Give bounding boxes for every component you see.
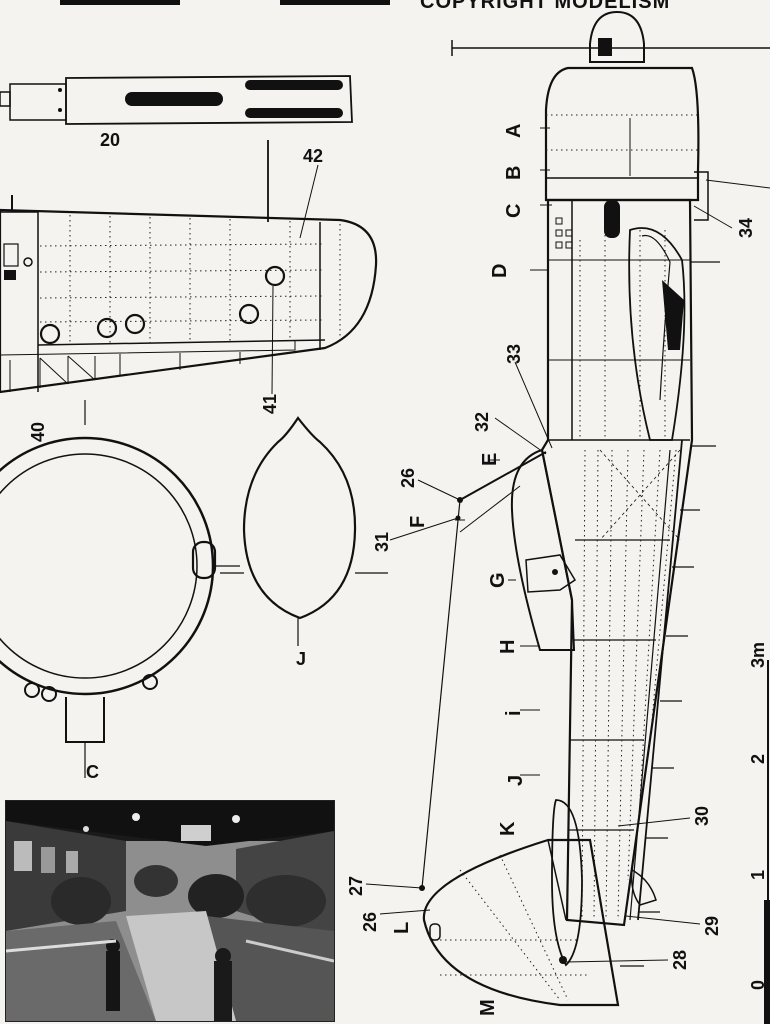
- scale-label-0: 0: [748, 980, 768, 990]
- section-letter-i: i: [503, 710, 525, 716]
- section-letter-f: F: [407, 516, 429, 528]
- section-letter-l: L: [391, 922, 413, 934]
- section-letter-j: J: [505, 775, 527, 786]
- scale-label-3m: 3m: [748, 642, 768, 668]
- factory-photo: [5, 800, 335, 1022]
- part-number-31: 31: [372, 532, 392, 552]
- section-letter-g: G: [487, 572, 509, 588]
- copyright-notice: COPYRIGHT MODELISM: [420, 0, 671, 13]
- section-letter-a: A: [503, 124, 525, 138]
- scale-label-2: 2: [748, 754, 768, 764]
- section-letter-e: E: [479, 453, 501, 466]
- part-number-40: 40: [28, 422, 48, 442]
- wing-plan-view: [0, 140, 378, 395]
- part-number-26-lower: 26: [360, 912, 380, 932]
- section-c-label: C: [86, 762, 99, 782]
- part-number-42: 42: [303, 146, 323, 166]
- scale-bar: [764, 660, 770, 1024]
- section-letter-k: K: [497, 821, 519, 836]
- part-number-32: 32: [472, 412, 492, 432]
- scale-label-1: 1: [748, 870, 768, 880]
- section-letter-d: D: [489, 264, 511, 278]
- part-number-41: 41: [260, 394, 280, 414]
- fuselage-section-j: [220, 416, 388, 646]
- section-j-label: J: [296, 649, 306, 669]
- section-letter-c: C: [503, 204, 525, 218]
- part-number-29: 29: [702, 916, 722, 936]
- fuselage-side-view: [365, 10, 770, 1007]
- part-number-30: 30: [692, 806, 712, 826]
- section-letter-m: M: [477, 999, 499, 1016]
- part-number-26-upper: 26: [398, 468, 418, 488]
- part-number-33: 33: [504, 344, 524, 364]
- part-number-34: 34: [736, 218, 756, 238]
- section-letter-h: H: [497, 640, 519, 654]
- part-number-27: 27: [346, 876, 366, 896]
- part-number-20: 20: [100, 130, 120, 150]
- header-bar: [280, 0, 390, 5]
- fuselage-section-c: [0, 400, 240, 778]
- gun-barrel-detail: [0, 75, 353, 125]
- part-number-28: 28: [670, 950, 690, 970]
- header-bar: [60, 0, 180, 5]
- section-letter-b: B: [503, 166, 525, 180]
